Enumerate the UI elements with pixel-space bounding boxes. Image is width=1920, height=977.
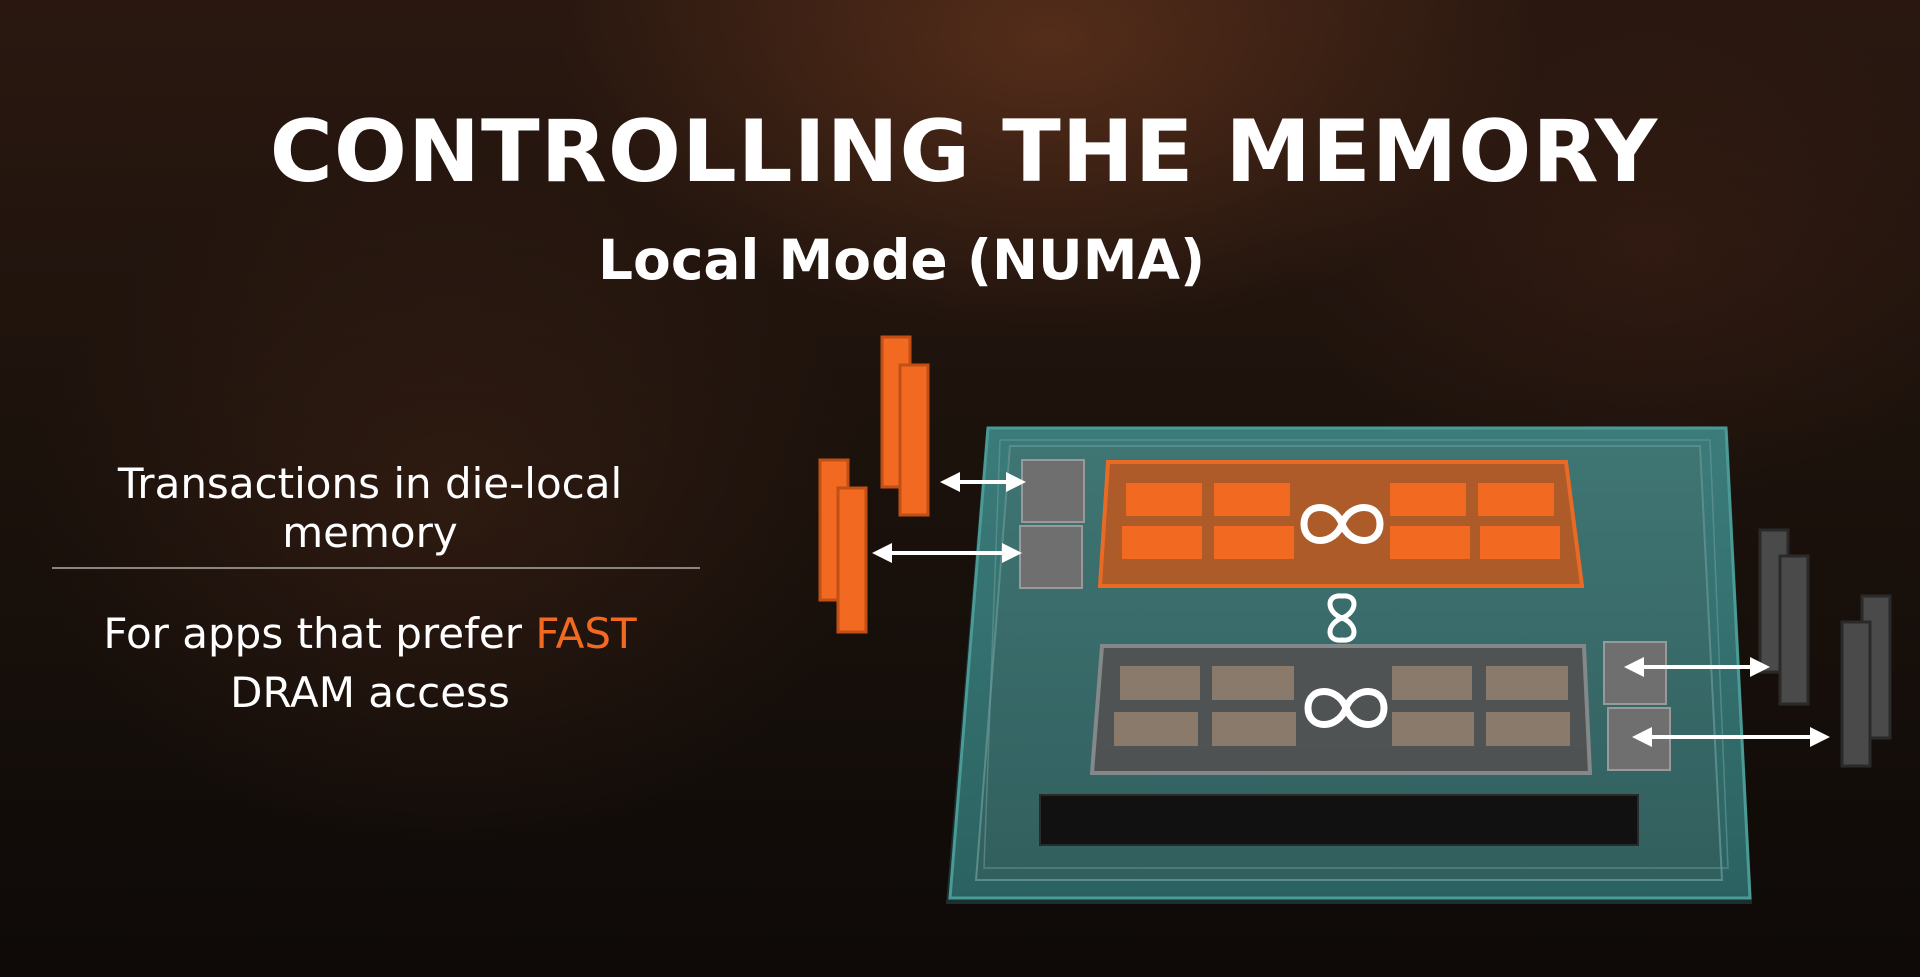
die-link-icon bbox=[1327, 593, 1357, 643]
memory-controller bbox=[1019, 459, 1671, 771]
infinity-fabric-icon bbox=[1300, 504, 1384, 544]
divider bbox=[52, 567, 700, 569]
dram-dimm-active bbox=[818, 335, 930, 634]
core-block bbox=[1122, 483, 1560, 559]
die-local-active bbox=[1097, 460, 1585, 588]
slide-subtitle: Local Mode (NUMA) bbox=[598, 228, 1206, 292]
dram-dimm-inactive bbox=[1758, 528, 1892, 768]
core-block bbox=[1114, 666, 1570, 746]
infinity-fabric-icon bbox=[1304, 688, 1388, 728]
point-die-local-transactions: Transactions in die-local memory bbox=[117, 459, 623, 557]
point-2-text-end: DRAM access bbox=[230, 668, 510, 717]
die-remote-inactive bbox=[1089, 644, 1593, 775]
point-fast-dram-access: For apps that prefer FAST DRAM access bbox=[30, 604, 710, 722]
point-2-highlight: FAST bbox=[535, 609, 637, 658]
package-bottom-bar bbox=[1039, 794, 1639, 846]
slide-title: CONTROLLING THE MEMORY bbox=[269, 102, 1659, 202]
double-arrow-icon bbox=[872, 472, 1830, 747]
point-2-text-start: For apps that prefer bbox=[103, 609, 536, 658]
